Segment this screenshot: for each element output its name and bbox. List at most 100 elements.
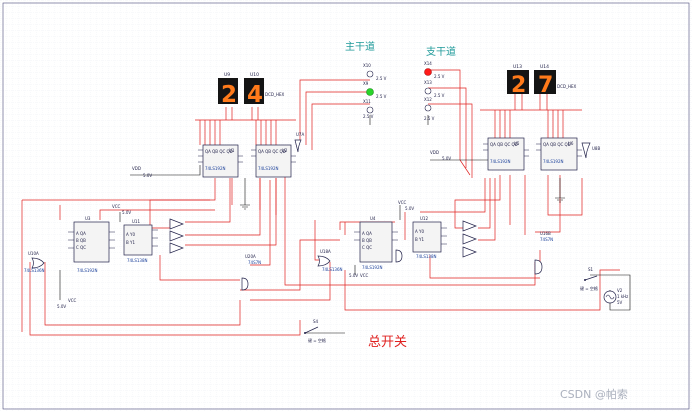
svg-text:VCC: VCC — [360, 273, 369, 278]
display-u10: U10 4 DCD_HEX — [244, 72, 284, 108]
svg-text:U7A: U7A — [296, 132, 304, 137]
switch-s1[interactable]: S1 键 = 空格 — [580, 267, 598, 291]
power-vcc-u4: VCC 5.0V — [398, 200, 414, 211]
svg-text:A Y0: A Y0 — [415, 229, 424, 234]
digit-u13: 2 — [511, 73, 526, 98]
display-u9: U9 2 — [218, 72, 238, 108]
lamps-branch-road: X14 2.5 V X13 2.5 V X12 2.5 V — [424, 61, 445, 121]
svg-text:VCC: VCC — [112, 204, 121, 209]
lamp-x12-icon — [424, 104, 432, 112]
power-vdd-left: VDD 5.0V — [132, 166, 152, 178]
chip-u2: U2 QA QB QC QD 74LS192N — [251, 144, 296, 178]
svg-text:VDD: VDD — [430, 150, 439, 155]
svg-text:74LS138N: 74LS138N — [127, 258, 147, 263]
svg-text:74LS192N: 74LS192N — [205, 166, 225, 171]
power-vdd-right: VDD 5.0V — [430, 150, 451, 161]
svg-text:U18A: U18A — [320, 249, 331, 254]
digit-u10: 4 — [247, 82, 263, 108]
svg-text:5.0V: 5.0V — [442, 156, 451, 161]
svg-text:U1: U1 — [229, 148, 235, 153]
svg-text:U2: U2 — [282, 148, 288, 153]
lamp-x9-green-icon — [366, 88, 374, 96]
svg-text:S4: S4 — [313, 319, 319, 324]
svg-text:74LS192N: 74LS192N — [362, 265, 382, 270]
svg-text:X14: X14 — [424, 61, 432, 66]
display-u14: U14 7 DCD_HEX — [534, 64, 576, 98]
svg-text:U20A: U20A — [245, 254, 256, 259]
gate-u16b: U16B 74S7N — [534, 231, 553, 275]
svg-text:U5: U5 — [514, 141, 520, 146]
svg-text:QA QB QC QD: QA QB QC QD — [543, 142, 571, 147]
svg-text:VDD: VDD — [132, 166, 141, 171]
gate-u7a: U7A — [294, 132, 304, 153]
svg-text:74S7N: 74S7N — [540, 237, 553, 242]
svg-text:2.5 V: 2.5 V — [363, 114, 374, 119]
svg-text:U4: U4 — [370, 216, 376, 221]
svg-text:5.0V: 5.0V — [57, 304, 66, 309]
watermark: CSDN @帕索 — [560, 387, 628, 401]
power-vcc-u4-bottom: 5.0V VCC — [349, 273, 369, 278]
svg-text:A QA: A QA — [76, 231, 86, 236]
main-road-heading: 主干道 — [345, 40, 375, 53]
svg-text:5.0V: 5.0V — [122, 210, 131, 215]
svg-text:U10A: U10A — [28, 251, 39, 256]
svg-text:VCC: VCC — [398, 200, 407, 205]
svg-text:74LS136N: 74LS136N — [322, 267, 342, 272]
lamp-x14-red-icon — [424, 68, 432, 76]
svg-text:U16B: U16B — [540, 231, 551, 236]
power-vcc-u3-bottom: VCC 5.0V — [57, 298, 77, 309]
svg-text:C QC: C QC — [362, 245, 372, 250]
svg-text:DCD_HEX: DCD_HEX — [265, 92, 284, 97]
chip-u6: U6 QA QB QC QD 74LS192N — [536, 137, 582, 171]
svg-text:B QB: B QB — [76, 238, 86, 243]
power-vcc-u3: VCC 5.0V — [112, 204, 131, 215]
lamps-main-road: X10 2.5 V X9 2.5 V X11 2.5 V — [363, 63, 387, 119]
svg-text:5.0V: 5.0V — [405, 206, 414, 211]
svg-text:X10: X10 — [363, 63, 371, 68]
svg-text:键 = 空格: 键 = 空格 — [308, 337, 326, 343]
svg-text:2.5 V: 2.5 V — [376, 94, 387, 99]
svg-text:74LS192N: 74LS192N — [258, 166, 278, 171]
lamp-x13-icon — [424, 87, 432, 95]
svg-text:2.5 V: 2.5 V — [434, 93, 445, 98]
svg-text:B QB: B QB — [362, 238, 372, 243]
svg-text:VCC: VCC — [68, 298, 77, 303]
chip-u5: U5 QA QB QC QD 74LS192N — [483, 137, 529, 171]
svg-text:U13: U13 — [513, 64, 522, 70]
svg-text:QA QB QC QD: QA QB QC QD — [258, 149, 286, 154]
svg-text:74LS136N: 74LS136N — [24, 268, 44, 273]
gate-u8b: U8B — [581, 142, 600, 159]
svg-text:X9: X9 — [363, 81, 369, 86]
svg-text:A Y0: A Y0 — [126, 232, 135, 237]
svg-text:2.5 V: 2.5 V — [376, 76, 387, 81]
lamp-x10-icon — [366, 70, 374, 78]
svg-text:B Y1: B Y1 — [126, 240, 135, 245]
svg-text:QA QB QC QD: QA QB QC QD — [205, 149, 233, 154]
svg-text:U12: U12 — [420, 216, 428, 221]
switch-s4[interactable]: S4 键 = 空格 — [304, 319, 326, 343]
svg-text:U6: U6 — [568, 141, 574, 146]
svg-text:C QC: C QC — [76, 245, 86, 250]
svg-text:5V: 5V — [617, 300, 623, 305]
chip-u1: U1 QA QB QC QD 74LS192N — [198, 144, 243, 178]
chip-u11: U11 A Y0 B Y1 74LS138N — [123, 219, 158, 263]
svg-text:U3: U3 — [85, 216, 91, 221]
svg-text:X12: X12 — [424, 97, 432, 102]
svg-text:74LS192N: 74LS192N — [77, 268, 97, 273]
chip-u4: U4 A QA B QB C QC 74LS192N — [354, 216, 398, 270]
svg-text:2.5 V: 2.5 V — [424, 116, 435, 121]
gate-u20a: U20A 74S7N — [241, 254, 261, 291]
svg-text:74S7N: 74S7N — [248, 260, 261, 265]
svg-text:S1: S1 — [588, 267, 594, 272]
svg-text:键 = 空格: 键 = 空格 — [580, 285, 598, 291]
digit-u9: 2 — [221, 82, 237, 108]
svg-text:U8B: U8B — [592, 146, 600, 151]
branch-road-heading: 支干道 — [426, 45, 456, 58]
svg-text:74LS192N: 74LS192N — [543, 159, 563, 164]
svg-text:74LS192N: 74LS192N — [490, 159, 510, 164]
svg-text:QA QB QC QD: QA QB QC QD — [490, 142, 518, 147]
svg-text:5.0V: 5.0V — [349, 273, 358, 278]
gate-u10a: U10A 74LS136N — [24, 251, 44, 273]
